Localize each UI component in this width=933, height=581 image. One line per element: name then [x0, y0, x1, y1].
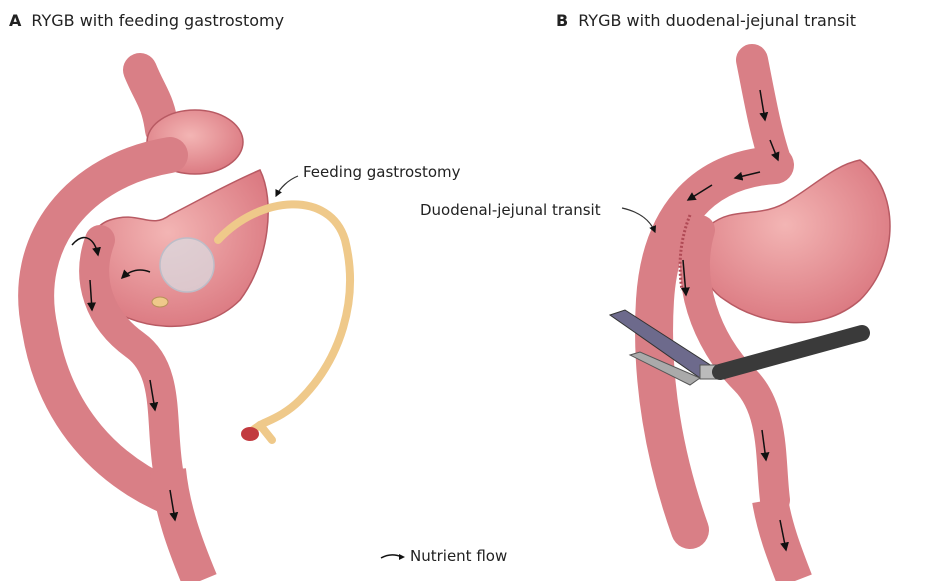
panel-a-illustration [36, 70, 350, 581]
legend: Nutrient flow [380, 547, 507, 565]
feeding-tube-cap [241, 427, 259, 441]
gastrostomy-balloon [160, 238, 214, 292]
feeding-gastrostomy-leader [276, 176, 298, 196]
common-channel-a [168, 470, 200, 581]
arrow-icon [380, 552, 406, 562]
common-channel-b [770, 500, 795, 581]
dj-transit-leader [622, 208, 655, 232]
dj-transit-label: Duodenal-jejunal transit [420, 201, 601, 219]
gastrostomy-button [152, 297, 168, 307]
feeding-gastrostomy-label: Feeding gastrostomy [303, 163, 461, 181]
legend-nutrient-flow: Nutrient flow [410, 547, 507, 565]
panel-b-illustration [610, 60, 890, 581]
